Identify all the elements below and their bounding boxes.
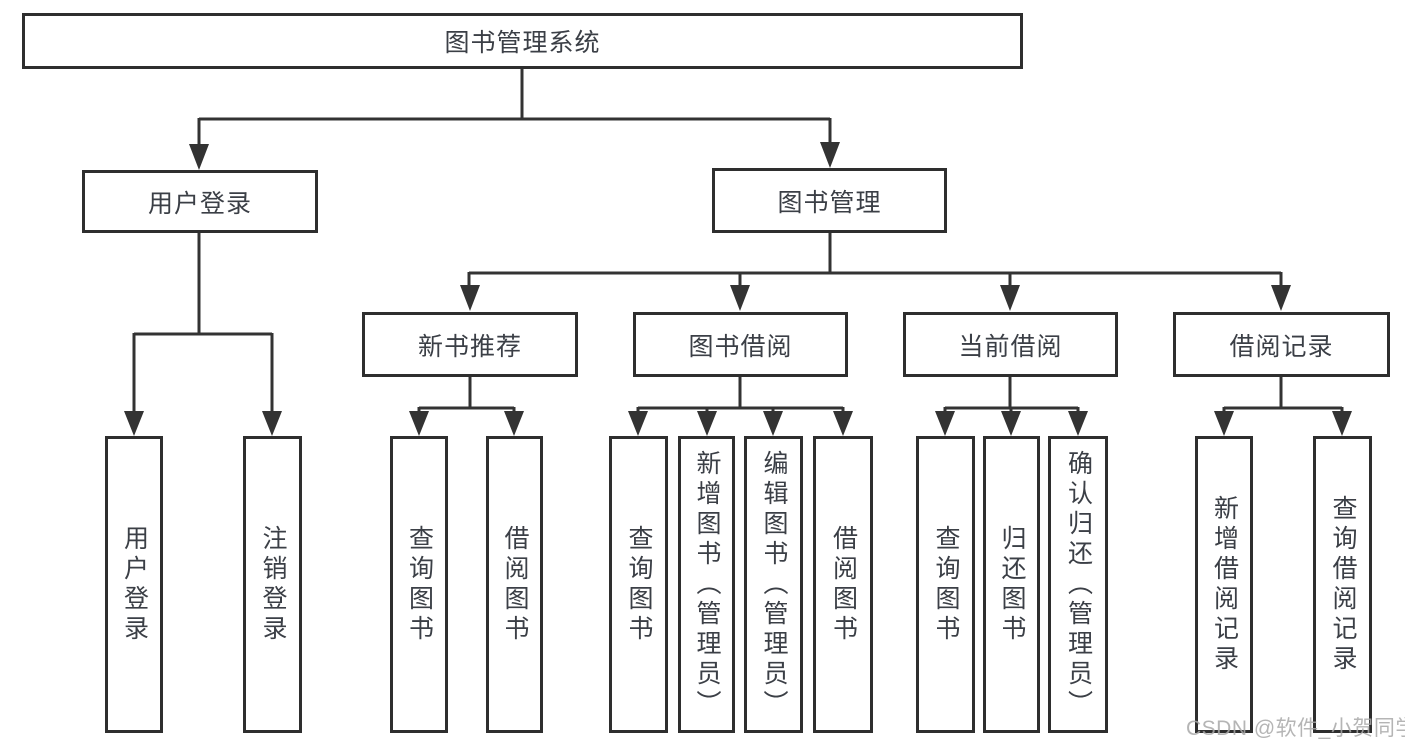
- node-root: 图书管理系统: [22, 13, 1023, 69]
- node-current-borrowing-label: 当前借阅: [958, 332, 1063, 361]
- leaf-add-borrow-record: 新增借阅记录: [1195, 436, 1253, 733]
- node-current-borrowing: 当前借阅: [903, 312, 1118, 377]
- leaf-query-books-current: 查询图书: [916, 436, 975, 733]
- leaf-logout: 注销登录: [243, 436, 302, 733]
- csdn-watermark: CSDN @软件_小贺同学: [1186, 717, 1405, 740]
- leaf-confirm-return-admin: 确认归还（管理员）: [1048, 436, 1108, 733]
- leaf-query-books-recommend: 查询图书: [390, 436, 448, 733]
- leaf-query-borrow-record: 查询借阅记录: [1313, 436, 1372, 733]
- node-new-book-recommendation: 新书推荐: [362, 312, 578, 377]
- leaf-logout-label: 注销登录: [259, 524, 287, 645]
- node-user-login-label: 用户登录: [147, 189, 252, 218]
- node-book-borrowing-label: 图书借阅: [688, 332, 793, 361]
- leaf-borrow-books-recommend-label: 借阅图书: [501, 524, 529, 645]
- leaf-user-login: 用户登录: [105, 436, 163, 733]
- leaf-add-borrow-record-label: 新增借阅记录: [1210, 494, 1239, 675]
- leaf-return-books: 归还图书: [983, 436, 1040, 733]
- node-root-label: 图书管理系统: [444, 29, 601, 57]
- leaf-query-borrow-record-label: 查询借阅记录: [1329, 494, 1357, 675]
- node-user-login: 用户登录: [82, 170, 318, 233]
- leaf-query-books-recommend-label: 查询图书: [405, 524, 434, 645]
- node-new-book-recommendation-label: 新书推荐: [417, 332, 522, 361]
- leaf-query-books-borrow: 查询图书: [609, 436, 668, 733]
- node-book-borrowing: 图书借阅: [633, 312, 848, 377]
- leaf-borrow-books: 借阅图书: [813, 436, 873, 733]
- leaf-edit-book-admin-label: 编辑图书（管理员）: [760, 449, 788, 720]
- node-borrowing-records: 借阅记录: [1173, 312, 1390, 377]
- leaf-return-books-label: 归还图书: [998, 524, 1026, 645]
- leaf-confirm-return-admin-label: 确认归还（管理员）: [1064, 449, 1093, 720]
- leaf-add-book-admin: 新增图书（管理员）: [678, 436, 735, 733]
- leaf-query-books-borrow-label: 查询图书: [625, 524, 653, 645]
- leaf-user-login-label: 用户登录: [120, 524, 149, 645]
- leaf-borrow-books-recommend: 借阅图书: [486, 436, 543, 733]
- node-book-management-label: 图书管理: [777, 188, 882, 217]
- leaf-query-books-current-label: 查询图书: [932, 524, 960, 645]
- leaf-borrow-books-label: 借阅图书: [829, 524, 858, 645]
- leaf-add-book-admin-label: 新增图书（管理员）: [693, 449, 721, 720]
- leaf-edit-book-admin: 编辑图书（管理员）: [744, 436, 803, 733]
- node-borrowing-records-label: 借阅记录: [1229, 332, 1334, 361]
- node-book-management: 图书管理: [712, 168, 947, 233]
